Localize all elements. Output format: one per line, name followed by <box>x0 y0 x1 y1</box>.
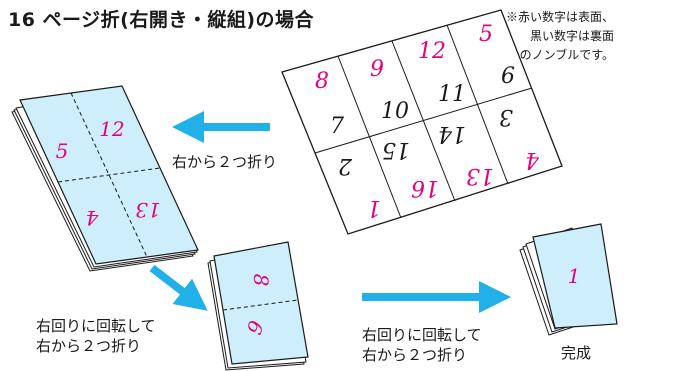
step2-page-a: 8 <box>249 274 273 287</box>
sheet-back-2-1: 2 <box>338 153 353 178</box>
sheet-front-1-4: 5 <box>479 22 493 47</box>
completed-booklet: 1 <box>519 223 618 336</box>
sheet-front-2-3: 13 <box>466 163 494 188</box>
sheet-front-2-2: 16 <box>411 175 439 200</box>
note-line-3: のノンブルです。 <box>519 48 615 62</box>
folded-once-stack: 5 12 4 13 <box>11 85 199 272</box>
sheet-back-1-2: 10 <box>381 99 409 124</box>
unfolded-sheet: 8 9 12 5 7 10 11 6 2 15 14 3 1 16 13 4 <box>281 9 563 235</box>
step3-label-line-2: 右から２つ折り <box>362 346 468 364</box>
sheet-front-2-1: 1 <box>367 195 381 220</box>
sheet-front-1-1: 8 <box>315 69 329 94</box>
sheet-front-1-3: 12 <box>418 39 446 64</box>
sheet-back-2-3: 14 <box>438 121 466 146</box>
step1-page-d: 13 <box>135 198 160 222</box>
sheet-back-1-4: 6 <box>501 64 515 89</box>
page-title: 16 ページ折(右開き・縦組)の場合 <box>8 9 315 31</box>
step1-page-b: 12 <box>99 117 124 141</box>
sheet-back-2-4: 3 <box>499 104 513 129</box>
folded-twice-stack: 8 9 <box>207 241 309 371</box>
step2-label-line-1: 右回りに回転して <box>36 317 156 335</box>
sheet-back-1-1: 7 <box>330 114 344 139</box>
note-line-2: 黒い数字は裏面 <box>530 29 615 43</box>
color-legend-note: ※赤い数字は表面、 黒い数字は裏面 のノンブルです。 <box>506 8 614 65</box>
step2-label-line-2: 右から２つ折り <box>36 337 142 355</box>
step1-page-a: 5 <box>56 139 69 163</box>
arrow-step-2 <box>149 264 208 311</box>
sheet-front-2-4: 4 <box>525 147 540 172</box>
done-label: 完成 <box>561 344 592 362</box>
sheet-back-2-2: 15 <box>382 137 410 162</box>
sheet-back-1-3: 11 <box>438 82 466 107</box>
step3-label-line-1: 右回りに回転して <box>362 326 482 344</box>
step3-label: 右回りに回転して 右から２つ折り <box>362 325 482 365</box>
note-line-1: ※赤い数字は表面、 <box>506 10 615 24</box>
step1-page-c: 4 <box>86 206 100 230</box>
done-page: 1 <box>568 264 581 288</box>
sheet-front-1-2: 9 <box>370 57 384 82</box>
step1-label: 右から２つ折り <box>172 153 278 171</box>
step2-label: 右回りに回転して 右から２つ折り <box>36 316 156 356</box>
